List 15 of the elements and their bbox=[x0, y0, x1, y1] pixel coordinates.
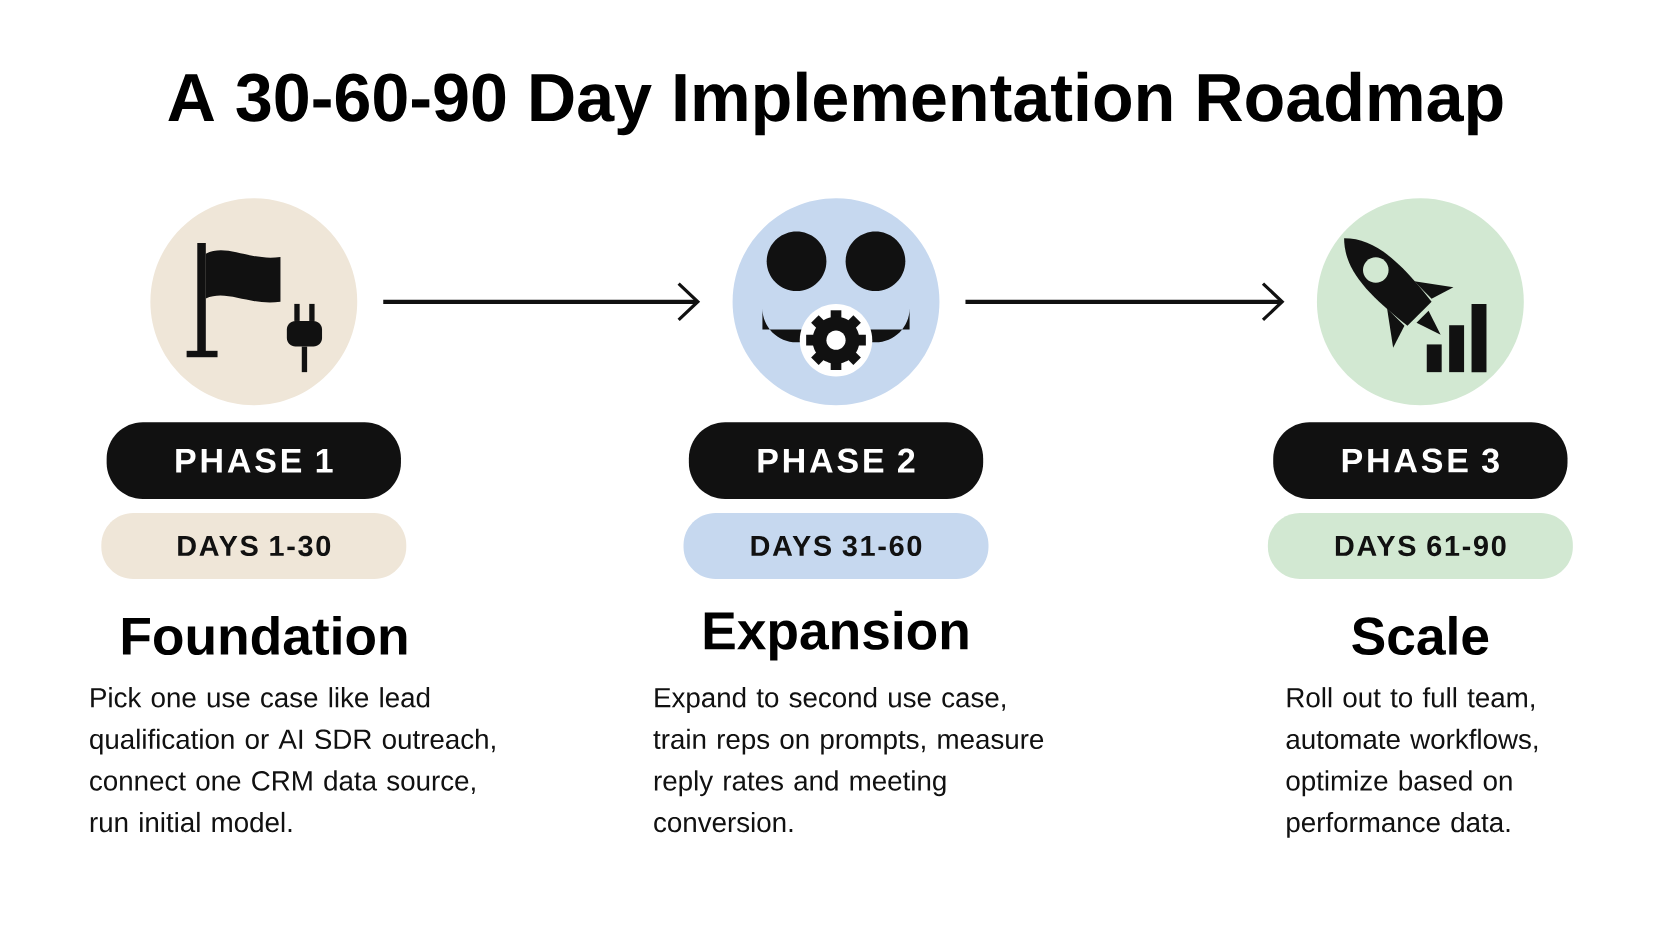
phase-heading: Foundation bbox=[122, 615, 407, 655]
phase-description: Pick one use case like lead qualification or AI SDR outreach, connect one CRM data source, run initial model. bbox=[90, 686, 495, 832]
days-pill: DAYS 31-60 bbox=[683, 512, 989, 579]
phase-heading: Scale bbox=[1352, 615, 1489, 655]
phase-pill: PHASE 3 bbox=[1273, 422, 1568, 499]
days-pill: DAYS 61-90 bbox=[1267, 512, 1573, 579]
phase-description: Roll out to full team, automate workflows, optimize based on performance data. bbox=[1286, 686, 1538, 838]
diagram-title: A 30-60-90 Day Implementation Roadmap bbox=[168, 71, 1503, 135]
arrow bbox=[383, 282, 701, 321]
phase-description: Expand to second use case, train reps on prompts, measure reply rates and meeting conversion. bbox=[653, 686, 1044, 832]
phase-pill: PHASE 1 bbox=[106, 422, 401, 499]
phase-heading: Expansion bbox=[704, 610, 968, 661]
phase-pill: PHASE 2 bbox=[688, 422, 984, 499]
days-pill: DAYS 1-30 bbox=[101, 512, 407, 579]
arrow bbox=[965, 282, 1285, 321]
